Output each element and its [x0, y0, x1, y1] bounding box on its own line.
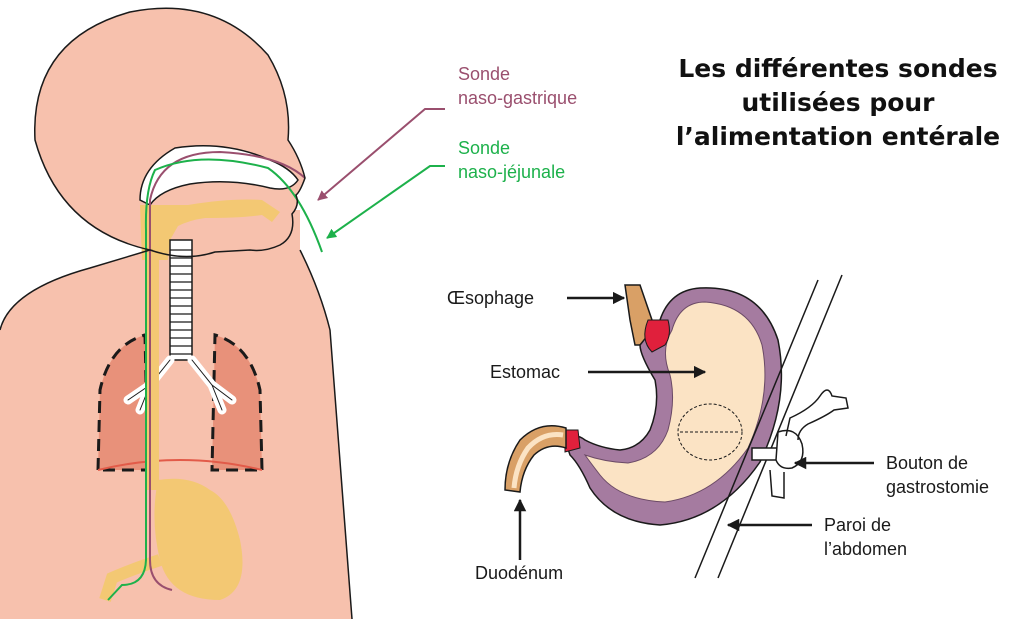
gastrostomy-button-label-line-1: Bouton de: [886, 451, 989, 475]
abdomen-wall-label-line-1: Paroi de: [824, 513, 907, 537]
naso-gastric-label-line-1: Sonde: [458, 62, 577, 86]
abdomen-wall-label: Paroi de l’abdomen: [824, 513, 907, 561]
child-figure: [0, 8, 352, 619]
naso-gastric-arrow: [318, 109, 445, 200]
naso-jejunal-label-line-1: Sonde: [458, 136, 565, 160]
gastrostomy-button-label-line-2: gastrostomie: [886, 475, 989, 499]
title-line-2: utilisées pour: [655, 86, 1021, 120]
pylorus-sphincter: [565, 430, 580, 452]
gastrostomy-button-label: Bouton de gastrostomie: [886, 451, 989, 499]
naso-jejunal-label: Sonde naso-jéjunale: [458, 136, 565, 184]
diagram-title: Les différentes sondes utilisées pour l’…: [655, 52, 1021, 154]
stomach-detail: [505, 275, 848, 578]
duodenum-label: Duodénum: [475, 561, 563, 585]
abdomen-wall-label-line-2: l’abdomen: [824, 537, 907, 561]
esophagus-label: Œsophage: [447, 286, 534, 310]
naso-jejunal-label-line-2: naso-jéjunale: [458, 160, 565, 184]
title-line-3: l’alimentation entérale: [655, 120, 1021, 154]
naso-gastric-label-line-2: naso-gastrique: [458, 86, 577, 110]
naso-gastric-label: Sonde naso-gastrique: [458, 62, 577, 110]
stomach-label: Estomac: [490, 360, 560, 384]
title-line-1: Les différentes sondes: [655, 52, 1021, 86]
